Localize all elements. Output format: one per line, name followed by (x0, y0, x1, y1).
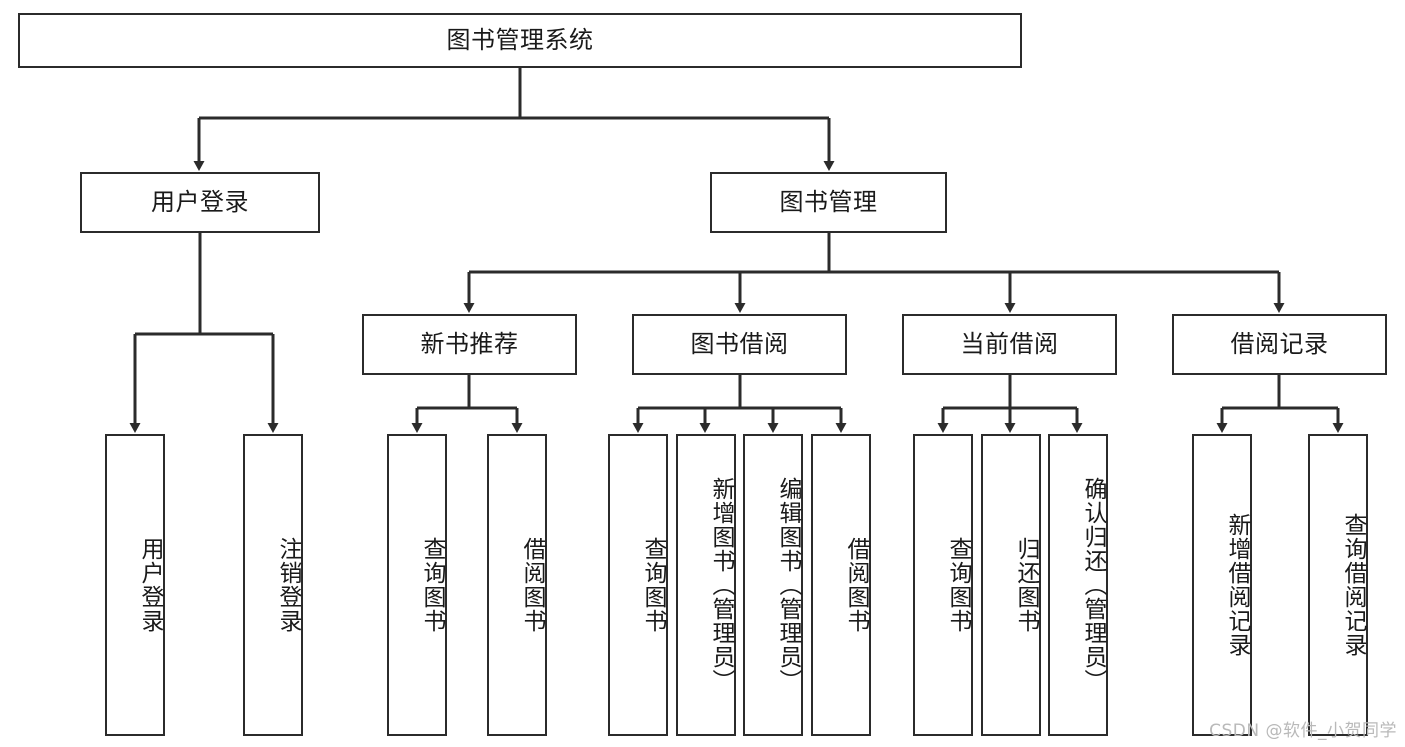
node-label: 借阅记录 (1230, 330, 1329, 359)
node-new-book-recommend[interactable]: 新书推荐 (362, 314, 577, 375)
leaf-user-login-login[interactable]: 用户登录 (105, 434, 165, 736)
node-label: 查询图书 (945, 537, 971, 633)
leaf-borrow-records-add[interactable]: 新增借阅记录 (1192, 434, 1252, 736)
node-label: 图书借阅 (690, 330, 789, 359)
node-label: 编辑图书（管理员） (775, 477, 801, 693)
node-label: 新书推荐 (420, 330, 519, 359)
node-label: 归还图书 (1013, 537, 1039, 633)
leaf-book-borrow-add[interactable]: 新增图书（管理员） (676, 434, 736, 736)
node-current-borrow[interactable]: 当前借阅 (902, 314, 1117, 375)
node-borrow-records[interactable]: 借阅记录 (1172, 314, 1387, 375)
leaf-book-borrow-borrow[interactable]: 借阅图书 (811, 434, 871, 736)
leaf-new-book-borrow[interactable]: 借阅图书 (487, 434, 547, 736)
leaf-current-borrow-confirm-return[interactable]: 确认归还（管理员） (1048, 434, 1108, 736)
node-book-management[interactable]: 图书管理 (710, 172, 947, 233)
leaf-current-borrow-return[interactable]: 归还图书 (981, 434, 1041, 736)
csdn-watermark: CSDN @软件_小贺同学 (1209, 721, 1397, 741)
node-label: 当前借阅 (960, 330, 1059, 359)
node-label: 借阅图书 (843, 537, 869, 633)
node-label: 确认归还（管理员） (1080, 477, 1106, 693)
node-label: 图书管理 (779, 188, 878, 217)
node-label: 新增图书（管理员） (708, 477, 734, 693)
leaf-new-book-query[interactable]: 查询图书 (387, 434, 447, 736)
node-label: 借阅图书 (519, 537, 545, 633)
leaf-borrow-records-query[interactable]: 查询借阅记录 (1308, 434, 1368, 736)
node-label: 查询图书 (640, 537, 666, 633)
node-label: 图书管理系统 (446, 26, 594, 55)
node-root-library-system[interactable]: 图书管理系统 (18, 13, 1022, 68)
node-label: 查询借阅记录 (1340, 513, 1366, 657)
node-label: 查询图书 (419, 537, 445, 633)
leaf-current-borrow-query[interactable]: 查询图书 (913, 434, 973, 736)
node-label: 新增借阅记录 (1224, 513, 1250, 657)
node-label: 用户登录 (151, 188, 249, 217)
leaf-book-borrow-query[interactable]: 查询图书 (608, 434, 668, 736)
leaf-book-borrow-edit[interactable]: 编辑图书（管理员） (743, 434, 803, 736)
leaf-user-login-logout[interactable]: 注销登录 (243, 434, 303, 736)
node-label: 用户登录 (137, 537, 163, 633)
node-user-login[interactable]: 用户登录 (80, 172, 320, 233)
node-book-borrow[interactable]: 图书借阅 (632, 314, 847, 375)
node-label: 注销登录 (275, 537, 301, 633)
